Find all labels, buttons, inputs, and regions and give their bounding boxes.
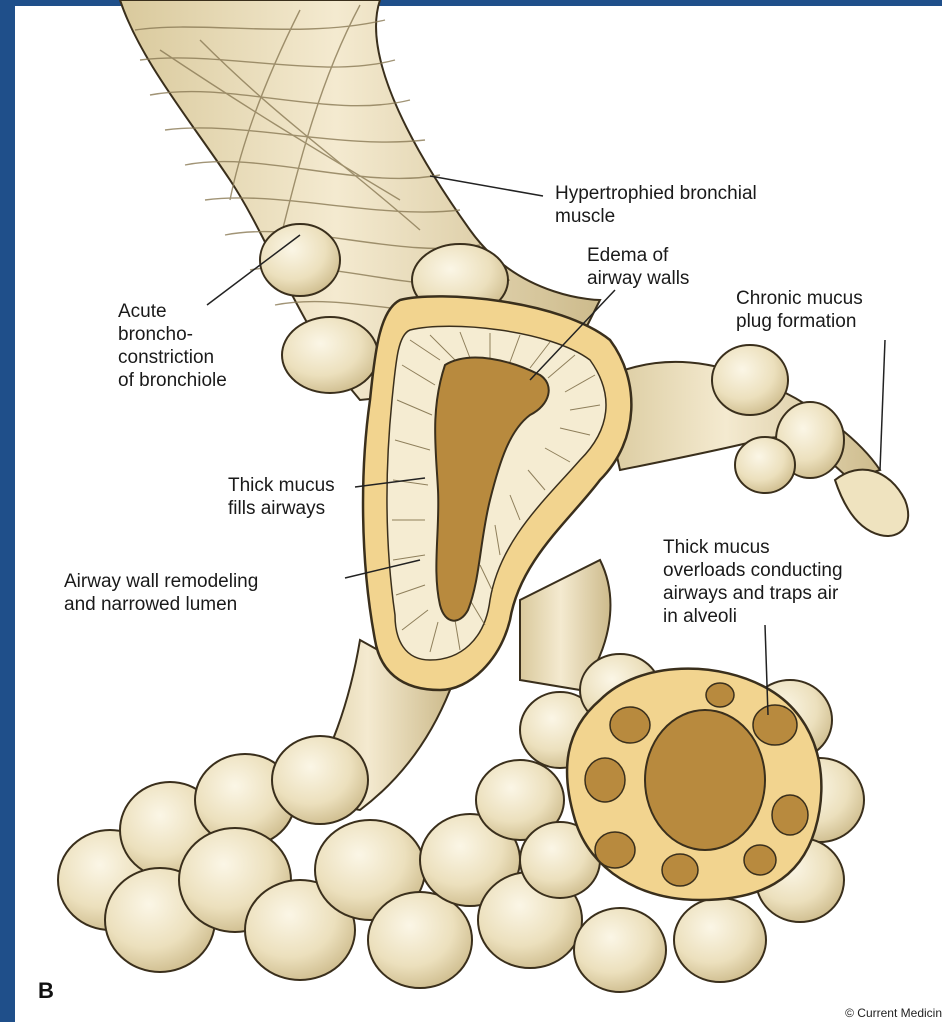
label-line: Thick mucus [228,474,335,497]
label-line: Hypertrophied bronchial [555,182,757,205]
label-hypertrophied-muscle: Hypertrophied bronchial muscle [555,182,757,228]
label-thick-mucus-fills: Thick mucus fills airways [228,474,335,520]
label-line: airways and traps air [663,582,843,605]
label-chronic-mucus-plug: Chronic mucus plug formation [736,287,863,333]
label-line: of bronchiole [118,369,227,392]
label-line: airway walls [587,267,689,290]
side-branch [600,345,908,536]
label-line: muscle [555,205,757,228]
label-airway-remodeling: Airway wall remodeling and narrowed lume… [64,570,258,616]
copyright-notice: © Current Medicin [845,1006,942,1020]
label-line: in alveoli [663,605,843,628]
label-edema: Edema of airway walls [587,244,689,290]
label-line: Acute [118,300,227,323]
label-line: plug formation [736,310,863,333]
label-line: and narrowed lumen [64,593,258,616]
label-line: broncho- [118,323,227,346]
label-acute-bronchoconstriction: Acute broncho- constriction of bronchiol… [118,300,227,392]
label-line: fills airways [228,497,335,520]
label-thick-mucus-overloads: Thick mucus overloads conducting airways… [663,536,843,628]
label-line: Edema of [587,244,689,267]
label-line: Thick mucus [663,536,843,559]
label-line: Airway wall remodeling [64,570,258,593]
panel-letter: B [38,978,54,1004]
alveoli-cluster-left [58,692,600,988]
label-line: overloads conducting [663,559,843,582]
label-line: constriction [118,346,227,369]
label-line: Chronic mucus [736,287,863,310]
